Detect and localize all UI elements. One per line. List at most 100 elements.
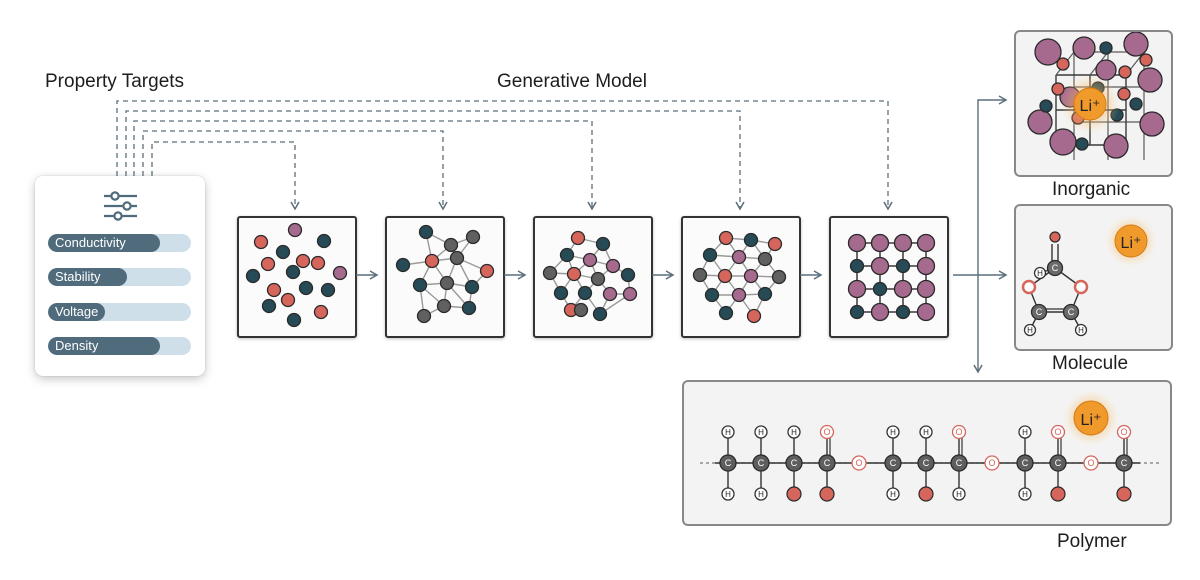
stage-5-atoms — [847, 233, 936, 322]
atom — [916, 256, 936, 276]
atom — [1056, 57, 1070, 71]
dashed-feed-arrow — [142, 130, 448, 211]
conductivity-fill — [48, 234, 160, 252]
atom — [1117, 87, 1131, 101]
carbon-atom — [1062, 303, 1080, 321]
carbon-atom-label: C — [1022, 458, 1029, 468]
atom — [1123, 32, 1149, 57]
carbon-atom-label: C — [890, 458, 897, 468]
carbon-atom-label: C — [824, 458, 831, 468]
connector-lines — [116, 95, 1008, 374]
hydrogen-atom — [952, 487, 966, 501]
atom — [771, 269, 787, 285]
hydrogen-atom — [754, 487, 768, 501]
atom — [590, 271, 606, 287]
atom — [280, 292, 296, 308]
atom — [870, 302, 890, 322]
atom — [313, 304, 329, 320]
conductivity-slider[interactable]: Conductivity — [48, 234, 191, 252]
oxygen-atom-label: O — [1120, 427, 1127, 437]
oxygen-atom — [951, 424, 967, 440]
atom — [316, 233, 332, 249]
atom — [542, 265, 558, 281]
atom — [916, 233, 936, 253]
atom — [870, 256, 890, 276]
atom — [577, 285, 593, 301]
carbon-atom — [884, 454, 902, 472]
voltage-slider[interactable]: Voltage — [48, 303, 191, 321]
oxygen-atom-label: O — [823, 427, 830, 437]
hydrogen-atom — [886, 487, 900, 501]
atom — [439, 275, 455, 291]
carbon-atom — [917, 454, 935, 472]
atom — [298, 280, 314, 296]
polymer-box — [682, 380, 1172, 526]
atom — [1075, 137, 1089, 151]
atom — [395, 257, 411, 273]
atom — [266, 282, 282, 298]
carbon-atom — [1049, 454, 1067, 472]
inorganic-label: Inorganic — [1052, 179, 1131, 200]
hydrogen-atom — [1023, 323, 1037, 337]
atom — [731, 249, 747, 265]
atom — [479, 263, 495, 279]
generative-model-title: Generative Model — [497, 71, 647, 92]
oxygen-atom — [918, 486, 934, 502]
atom — [1103, 133, 1129, 159]
atom — [849, 258, 865, 274]
hydrogen-atom-label: H — [758, 428, 764, 437]
density-slider[interactable]: Density — [48, 337, 191, 355]
oxygen-atom — [1050, 486, 1066, 502]
hydrogen-atom — [754, 425, 768, 439]
atom — [704, 287, 720, 303]
stability-slider[interactable]: Stability — [48, 268, 191, 286]
atom — [553, 285, 569, 301]
hydrogen-atom-label: H — [1022, 490, 1028, 499]
atom — [461, 300, 477, 316]
oxygen-atom — [1049, 231, 1061, 243]
atom — [465, 229, 481, 245]
atom — [1051, 82, 1065, 96]
atom — [592, 306, 608, 322]
atom — [893, 233, 913, 253]
molecule-label: Molecule — [1052, 353, 1129, 374]
stage-1-atoms — [245, 222, 348, 328]
atom — [847, 279, 867, 299]
atom — [582, 252, 598, 268]
oxygen-atom-label: O — [988, 458, 995, 468]
atom — [767, 236, 783, 252]
stage-4-atoms — [692, 230, 787, 324]
hydrogen-atom — [721, 425, 735, 439]
atom — [287, 222, 303, 238]
atom — [757, 286, 773, 302]
atom — [1072, 36, 1096, 60]
atom — [1137, 67, 1163, 93]
atom — [261, 298, 277, 314]
stability-fill — [48, 268, 127, 286]
hydrogen-atom-label: H — [923, 428, 929, 437]
hydrogen-atom-label: H — [725, 428, 731, 437]
hydrogen-atom — [1018, 425, 1032, 439]
atom — [743, 232, 759, 248]
oxygen-atom-label: O — [855, 458, 862, 468]
hydrogen-atom-label: H — [956, 490, 962, 499]
atom — [1049, 128, 1077, 156]
carbon-atom — [719, 454, 737, 472]
oxygen-ring-atom — [1073, 279, 1089, 295]
atom — [916, 302, 936, 322]
atom — [418, 224, 434, 240]
atom — [245, 268, 261, 284]
li-ion-label: Li⁺ — [1121, 235, 1142, 252]
atom — [1118, 65, 1132, 79]
carbon-atom-label: C — [1036, 307, 1043, 317]
oxygen-ring-atom — [1021, 279, 1037, 295]
hydrogen-atom — [919, 425, 933, 439]
hydrogen-atom-label: H — [1037, 269, 1043, 278]
atom — [566, 266, 582, 282]
atom — [424, 253, 440, 269]
oxygen-atom — [1050, 424, 1066, 440]
hydrogen-atom — [1018, 487, 1032, 501]
hydrogen-atom-label: H — [791, 428, 797, 437]
